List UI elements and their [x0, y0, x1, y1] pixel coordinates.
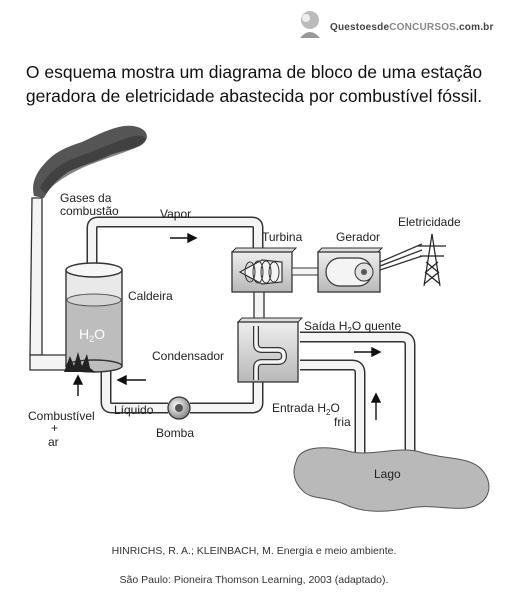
heading-line-1: O esquema mostra um diagrama de bloco de… [25, 62, 483, 82]
label-plus: + [51, 421, 58, 435]
turbine-condenser-pipe [253, 289, 265, 321]
lake [293, 447, 490, 512]
label-saida-h2o-quente: Saída H2O quente [304, 319, 402, 335]
cold-water-arrow-icon [370, 392, 382, 420]
label-liquido: Líquido [114, 403, 154, 417]
heading-line-2: geradora de eletricidade abastecida por … [25, 86, 483, 106]
fuel-arrow-icon [72, 374, 84, 396]
label-vapor: Vapor [160, 207, 191, 221]
turbine [230, 247, 298, 293]
question-heading: O esquema mostra um diagrama de bloco de… [0, 60, 508, 108]
smoke-plume [33, 125, 147, 198]
label-ar: ar [48, 435, 59, 449]
power-plant-diagram: Gases da combustão Vapor Turbina Gerador… [28, 125, 490, 512]
liquid-arrow-icon [116, 374, 146, 386]
hot-water-pipe [300, 331, 416, 470]
vapor-pipe [86, 216, 264, 270]
label-lago: Lago [374, 467, 401, 481]
logo-icon [300, 11, 320, 38]
generator [316, 247, 384, 293]
flame-icon [64, 352, 95, 372]
cold-water-pipe [300, 359, 366, 470]
transmission-tower-icon [418, 233, 446, 287]
label-eletricidade: Eletricidade [398, 215, 461, 229]
label-gases-line1: Gases da [60, 191, 112, 205]
boiler [65, 262, 123, 373]
label-gases-line2: combustão [60, 204, 119, 218]
power-wires [379, 243, 423, 271]
label-h2o: H2O [79, 326, 105, 344]
pump [167, 396, 191, 420]
hot-water-arrow-icon [354, 346, 382, 358]
condenser [236, 317, 304, 383]
label-condensador: Condensador [152, 349, 224, 363]
logo-text: QuestoesdeCONCURSOS.com.br [330, 22, 494, 33]
liquid-pipe [100, 366, 264, 414]
label-gerador: Gerador [336, 230, 380, 244]
arrow-icons [72, 232, 382, 420]
label-entrada-h2o: Entrada H2O [272, 401, 340, 417]
shaft [291, 267, 321, 276]
label-fria: fria [334, 415, 351, 429]
vapor-arrow-icon [170, 232, 198, 244]
site-logo[interactable]: QuestoesdeCONCURSOS.com.br [296, 8, 502, 42]
label-bomba: Bomba [156, 426, 194, 440]
label-combustivel: Combustível [28, 409, 95, 423]
label-caldeira: Caldeira [128, 289, 173, 303]
citation-line-2: São Paulo: Pioneira Thomson Learning, 20… [119, 574, 389, 586]
label-turbina: Turbina [262, 230, 303, 244]
citation-line-1: HINRICHS, R. A.; KLEINBACH, M. Energia e… [111, 545, 397, 557]
